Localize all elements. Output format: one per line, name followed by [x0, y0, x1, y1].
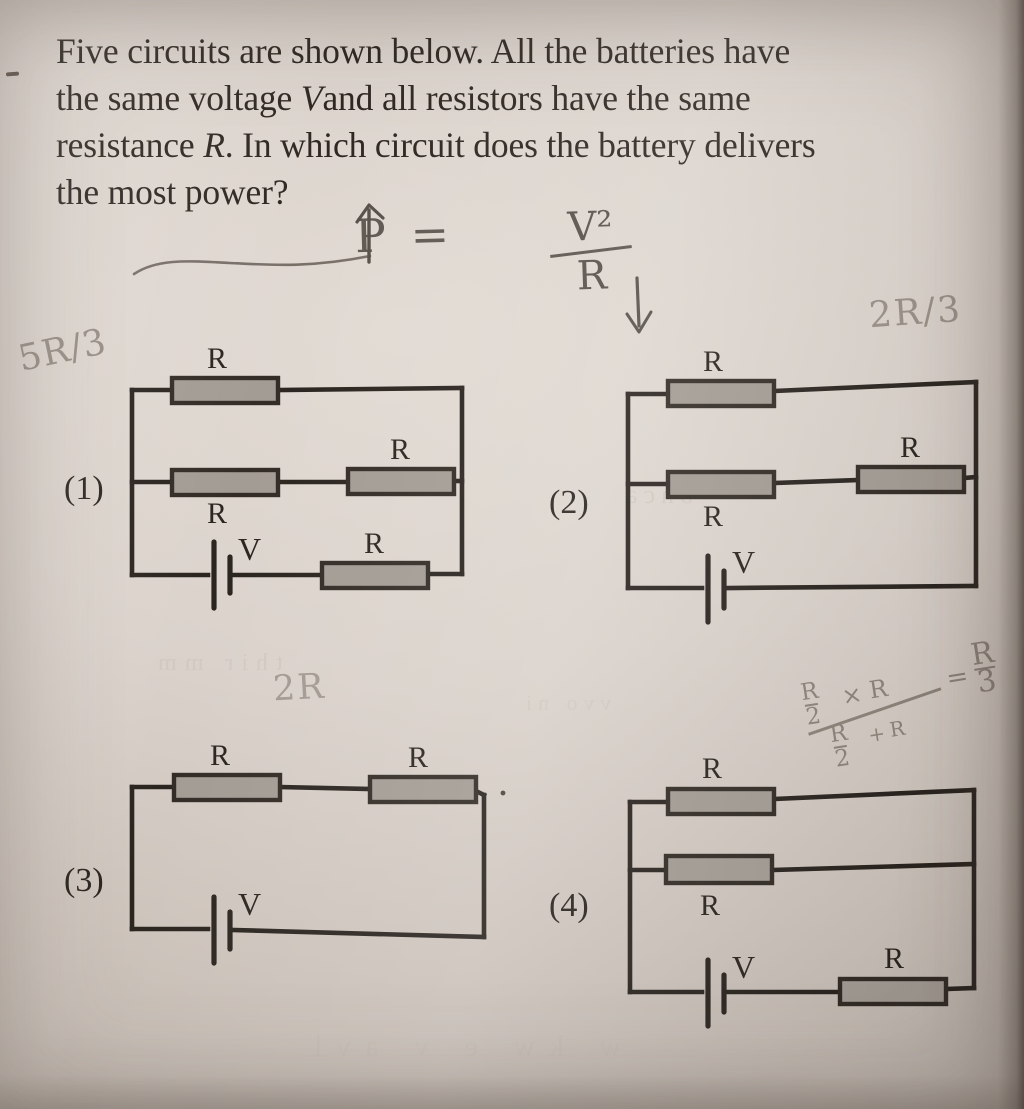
resistor-label-middle: R	[700, 889, 720, 922]
circuit-1: R R R R V	[110, 342, 490, 611]
resistor-label-top: R	[703, 345, 723, 378]
stray-dot	[500, 790, 506, 796]
question-text: Five circuits are shown below. All the b…	[56, 28, 1001, 216]
resistor-label-bottom: R	[884, 942, 904, 975]
battery-label: V	[238, 531, 261, 567]
top-wire-right	[275, 385, 465, 393]
resistor-bottom	[837, 976, 949, 1007]
resistor-label-middle-left: R	[703, 500, 723, 533]
battery-label: V	[732, 949, 755, 985]
annotation-circuit2-value: 2R/3	[867, 288, 964, 337]
question-line-4: the most power?	[56, 172, 289, 212]
circuit-1-label: (1)	[64, 470, 104, 507]
working-plus-sign: +	[866, 720, 887, 748]
battery-label: V	[732, 544, 755, 580]
circuit-2-diagram: R R R V	[625, 345, 979, 625]
middle-wire-right	[769, 861, 977, 873]
resistor-middle-right	[345, 466, 457, 497]
annotation-circuit3-value: 2R	[271, 666, 327, 710]
working-numerator-r: R	[867, 673, 890, 705]
resistor-middle-right	[855, 464, 967, 495]
circuit-3-label: (3)	[64, 862, 104, 899]
question-line-3: resistance R. In which circuit does the …	[56, 125, 816, 165]
top-wire-right	[771, 379, 979, 394]
resistor-bottom	[319, 560, 431, 591]
handwritten-power-formula: P =	[354, 206, 455, 264]
resistor-label-middle-right: R	[900, 431, 920, 464]
circuit-3-diagram: R R V	[129, 739, 506, 966]
resistor-top	[169, 375, 281, 406]
working-denominator-r: R	[887, 715, 907, 742]
middle-wire-mid	[771, 477, 861, 486]
resistor-top	[665, 786, 777, 817]
resistor-label-left: R	[210, 739, 230, 772]
resistor-left	[171, 772, 283, 803]
bottom-wire-right	[231, 927, 487, 940]
resistor-middle-left	[169, 467, 281, 498]
resistor-label-top: R	[207, 342, 227, 375]
resistor-label-bottom: R	[364, 527, 384, 560]
circuit-2: R R R V	[610, 345, 1000, 625]
resistor-top	[665, 378, 777, 409]
circuit-4-diagram: R R R V	[627, 752, 977, 1029]
resistor-label-middle-right: R	[390, 433, 410, 466]
resistor-middle	[663, 853, 775, 886]
working-times-sign: ×	[839, 679, 865, 711]
top-wire-right	[771, 787, 977, 802]
resistor-label-right: R	[408, 741, 428, 774]
question-line-1: Five circuits are shown below. All the b…	[56, 31, 791, 71]
circuit-4-label: (4)	[549, 887, 589, 924]
battery-label: V	[238, 886, 261, 922]
circuit-4: R R R V	[612, 752, 1002, 1029]
resistor-label-middle-left: R	[207, 497, 227, 530]
battery-symbol	[211, 894, 233, 966]
resistor-right	[367, 774, 479, 805]
battery-symbol	[211, 539, 233, 611]
top-wire-mid	[277, 784, 373, 792]
formula-numerator: V²	[566, 203, 614, 251]
question-line-2: the same voltage Vand all resistors have…	[56, 78, 751, 118]
handwritten-v2-over-r: V² R	[544, 203, 637, 300]
battery-symbol	[705, 553, 727, 625]
working-equals-sign: =	[944, 661, 971, 695]
bottom-wire-right	[725, 583, 979, 591]
circuit-2-label: (2)	[549, 484, 589, 521]
bottom-wire-right	[943, 985, 977, 992]
circuit-1-diagram: R R R R V	[129, 342, 465, 611]
battery-symbol	[705, 957, 727, 1029]
resistor-middle-left	[665, 469, 777, 500]
formula-denominator: R	[575, 252, 608, 300]
resistor-label-top: R	[702, 752, 722, 785]
circuit-3: R R V	[122, 739, 512, 975]
